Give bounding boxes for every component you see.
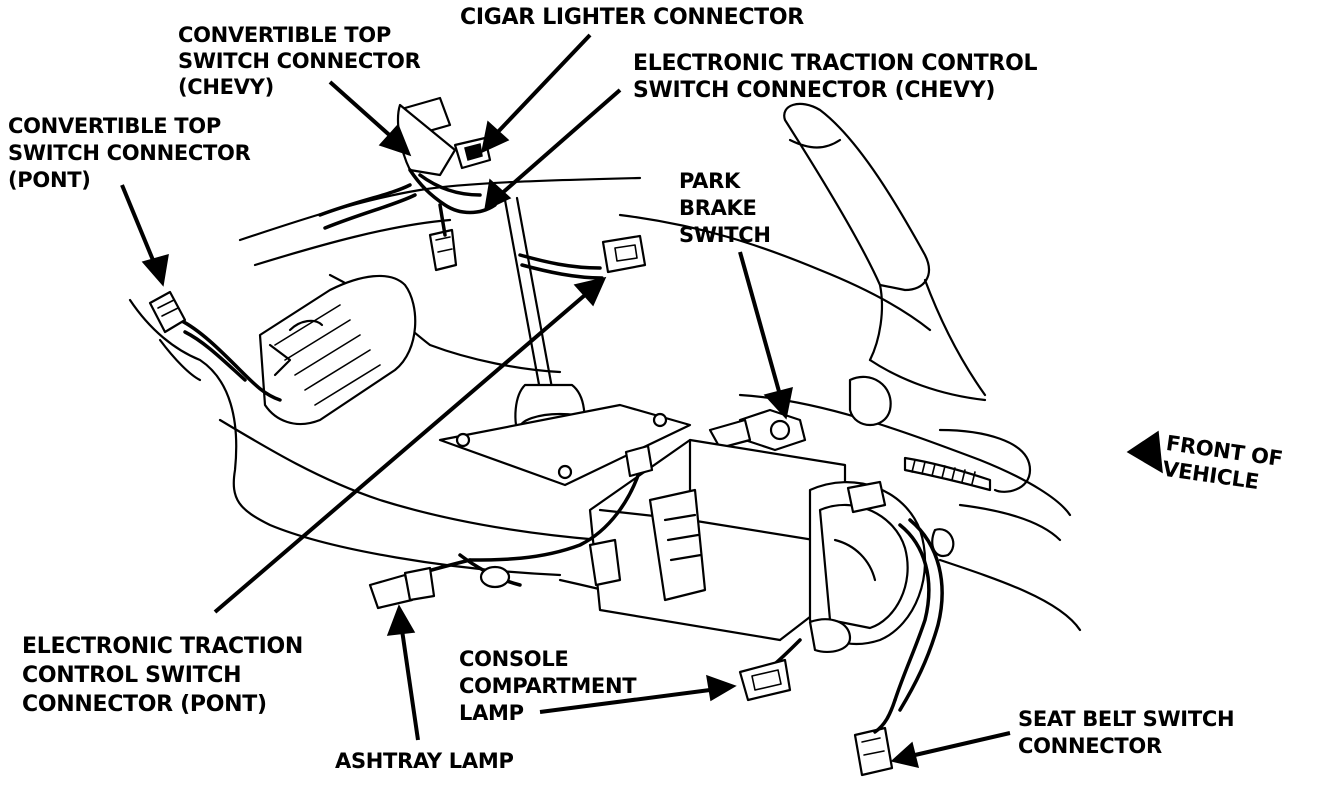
left-wiring-harness <box>148 183 417 402</box>
convertible-top-pont-label: CONVERTIBLE TOP SWITCH CONNECTOR (PONT) <box>8 114 251 192</box>
console-wiring <box>368 444 955 777</box>
parking-brake-lever <box>783 102 1032 493</box>
cigar-lighter-connector-label: CIGAR LIGHTER CONNECTOR <box>460 5 804 30</box>
top-connector-cluster <box>396 96 497 272</box>
etc-switch-chevy-label: ELECTRONIC TRACTION CONTROL SWITCH CONNE… <box>633 51 1038 103</box>
convertible-top-chevy-label: CONVERTIBLE TOP SWITCH CONNECTOR (CHEVY) <box>178 23 421 99</box>
gear-shifter <box>438 196 692 487</box>
ashtray-lamp-label: ASHTRAY LAMP <box>335 749 514 773</box>
seat-belt-switch-connector-label: SEAT BELT SWITCH CONNECTOR <box>1018 707 1235 758</box>
pointer-arrows <box>120 33 1163 769</box>
console-box <box>588 438 927 645</box>
console-compartment-lamp-label: CONSOLE COMPARTMENT LAMP <box>459 647 637 725</box>
park-brake-switch-label: PARK BRAKE SWITCH <box>679 169 771 247</box>
etc-switch-pont-label: ELECTRONIC TRACTION CONTROL SWITCH CONNE… <box>22 634 303 717</box>
etc-connector-harness <box>518 234 647 280</box>
console-storage-bin <box>258 274 417 425</box>
park-brake-switch <box>708 408 807 452</box>
